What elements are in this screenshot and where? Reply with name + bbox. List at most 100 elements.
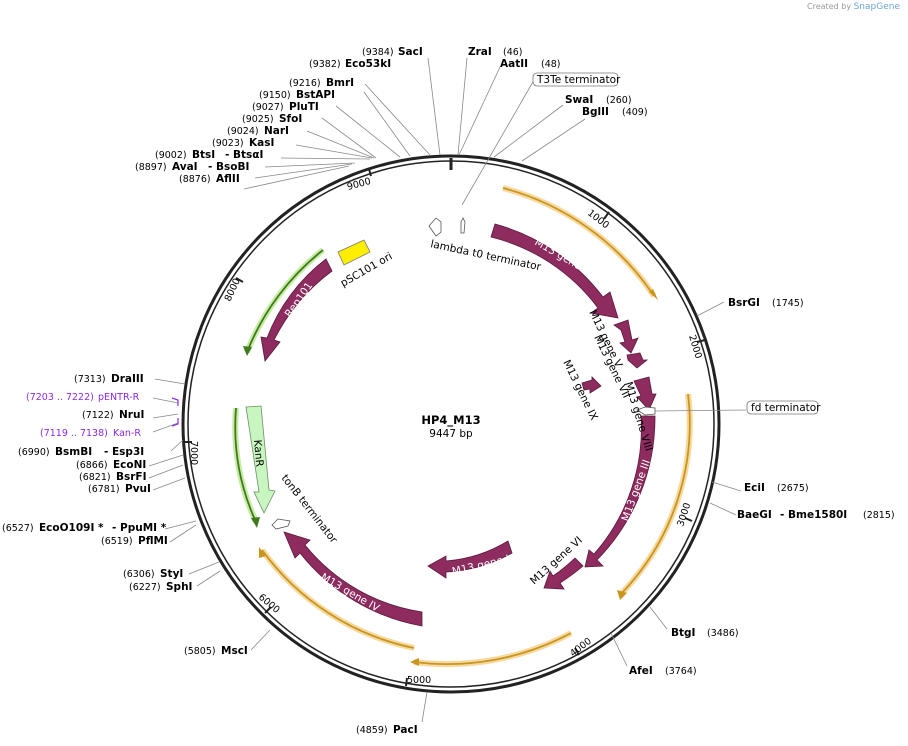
enzyme-bme1580i[interactable]: - Bme1580I [780, 509, 847, 521]
enzyme-pos-pflmi: (6519) [101, 536, 133, 547]
enzyme-bstapi[interactable]: BstAPI [296, 89, 335, 101]
credit-prefix: Created by [807, 2, 852, 11]
enzyme-ppumi[interactable]: - PpuMI * [112, 522, 167, 534]
enzyme-pos-nrui: (7122) [82, 410, 114, 421]
enzyme-pos-paci: (4859) [356, 725, 388, 736]
enzyme-aatii[interactable]: AatII [500, 58, 528, 70]
enzyme-btsai[interactable]: - BtsαI [225, 149, 263, 161]
enzyme-msci[interactable]: MscI [221, 645, 248, 657]
enzyme-sfoi[interactable]: SfoI [279, 113, 302, 125]
enzyme-pos-bsrgi: (1745) [772, 298, 804, 309]
psc101-ori-box[interactable] [337, 239, 371, 266]
tick-label-5000: 5000 [407, 675, 431, 686]
enzyme-pos-sfoi: (9025) [242, 114, 274, 125]
m13-gene-v-arrow[interactable] [613, 319, 639, 354]
rep101-arrow[interactable] [260, 258, 333, 362]
enzyme-bsrgi[interactable]: BsrGI [728, 297, 760, 309]
enzyme-btsi[interactable]: BtsI [192, 149, 215, 161]
enzyme-pos-aatii: (48) [541, 59, 561, 70]
m13-gene-iii-label: M13 gene III [620, 458, 653, 523]
enzyme-paci[interactable]: PacI [393, 724, 418, 736]
boxed-feature-t3te[interactable]: T3Te terminator [532, 72, 621, 87]
enzyme-aflii[interactable]: AflII [216, 173, 240, 185]
enzyme-pos-pvui: (6781) [88, 484, 120, 495]
enzyme-pos-bsmbi: (6990) [18, 447, 50, 458]
enzyme-pos-sphi: (6227) [129, 582, 161, 593]
enzyme-pos-zrai: (46) [503, 47, 523, 58]
enzyme-pos-aflii: (8876) [179, 174, 211, 185]
enzyme-eco53ki[interactable]: Eco53kI [345, 58, 391, 70]
enzyme-kasi[interactable]: KasI [249, 137, 274, 149]
enzyme-bsobi[interactable]: - BsoBI [208, 161, 249, 173]
enzyme-avai[interactable]: AvaI [172, 161, 198, 173]
enzyme-nrui[interactable]: NruI [119, 409, 144, 421]
enzyme-btgi[interactable]: BtgI [671, 627, 695, 639]
enzyme-pvui[interactable]: PvuI [125, 483, 151, 495]
m13-gene-iv-label: M13 gene IV [319, 571, 383, 615]
enzyme-bsmbi[interactable]: BsmBI [55, 446, 92, 458]
enzyme-zrai[interactable]: ZraI [468, 46, 492, 58]
kanr-arrow[interactable] [245, 405, 276, 514]
m13-gene-vii-arrow[interactable] [626, 352, 649, 369]
rep-arc-head [243, 346, 252, 356]
enzyme-afei[interactable]: AfeI [629, 665, 653, 677]
enzyme-pos-btgi: (3486) [707, 628, 739, 639]
feature-arrows [245, 217, 657, 627]
m13-gene-ix-arrow[interactable] [581, 376, 602, 394]
tick-label-2000: 2000 [686, 334, 704, 360]
enzyme-swai[interactable]: SwaI [565, 94, 593, 106]
primer-kan-r[interactable]: Kan-R [113, 428, 141, 439]
enzyme-bmri[interactable]: BmrI [326, 77, 354, 89]
enzyme-pos-pluti: (9027) [252, 102, 284, 113]
enzyme-pluti[interactable]: PluTI [289, 101, 319, 113]
tick-label-9000: 9000 [346, 176, 372, 193]
m13-gene-iii-arrow[interactable] [584, 415, 656, 568]
rep-arc[interactable] [244, 247, 325, 354]
snapgene-brand: SnapGene [853, 2, 900, 12]
enzyme-baegi[interactable]: BaeGI [737, 509, 772, 521]
enzyme-esp3i[interactable]: - Esp3I [104, 446, 144, 458]
enzyme-ecii[interactable]: EciI [744, 482, 765, 494]
enzyme-pos-ecii: (2675) [777, 483, 809, 494]
lambda-t0-terminator[interactable] [428, 217, 442, 237]
primer-pentr-r[interactable]: pENTR-R [98, 392, 140, 403]
enzyme-labels-top: (9384) SacI (9382) Eco53kI (9216) BmrI (… [135, 46, 423, 185]
enzyme-eco0109i[interactable]: EcoO109I * [39, 522, 104, 534]
enzyme-pflmi[interactable]: PflMI [138, 535, 168, 547]
orf-arc-4-head [259, 547, 266, 558]
m13-gene-i-arrow[interactable] [427, 540, 513, 579]
leader-lines [148, 57, 747, 723]
m13-gene-ii-arrow[interactable] [490, 223, 619, 319]
enzyme-bglii[interactable]: BglII [582, 106, 609, 118]
plasmid-name: HP4_M13 [421, 413, 480, 428]
tonb-terminator-marker[interactable] [271, 518, 291, 530]
enzyme-pos-eco53ki: (9382) [309, 59, 341, 70]
t3te-terminator-label: T3Te terminator [536, 74, 621, 86]
snapgene-credit: Created by SnapGene [807, 2, 900, 12]
enzyme-pos-baegi: (2815) [863, 510, 895, 521]
enzyme-nari[interactable]: NarI [264, 125, 289, 137]
boxed-feature-fd[interactable]: fd terminator [746, 400, 821, 415]
enzyme-pos-eco0109i: (6527) [2, 523, 34, 534]
enzyme-draiii[interactable]: DraIII [111, 373, 144, 385]
enzyme-pos-econi: (6866) [76, 460, 108, 471]
enzyme-styi[interactable]: StyI [160, 568, 183, 580]
enzyme-labels-left: (7313) DraIII (7203 .. 7222) pENTR-R (71… [2, 373, 248, 657]
m13-gene-vi-arrow[interactable] [543, 557, 584, 590]
enzyme-pos-btsi: (9002) [155, 150, 187, 161]
orf-arc-4-line [261, 549, 415, 649]
orf-arc-1-head [649, 289, 658, 300]
enzyme-econi[interactable]: EcoNI [113, 459, 146, 471]
enzyme-bsrfi[interactable]: BsrFI [116, 471, 147, 483]
fd-terminator-label: fd terminator [751, 402, 821, 414]
enzyme-pos-bsrfi: (6821) [79, 472, 111, 483]
enzyme-labels-top-right: ZraI (46) AatII (48) SwaI (260) BglII (4… [468, 46, 648, 118]
m13-gene-viii-arrow[interactable] [633, 376, 657, 411]
enzyme-pos-styi: (6306) [123, 569, 155, 580]
enzyme-pos-msci: (5805) [184, 646, 216, 657]
enzyme-sphi[interactable]: SphI [166, 581, 192, 593]
enzyme-pos-avai: (8897) [135, 162, 167, 173]
m13-gene-iv-arrow[interactable] [283, 531, 423, 627]
enzyme-saci[interactable]: SacI [398, 46, 423, 58]
